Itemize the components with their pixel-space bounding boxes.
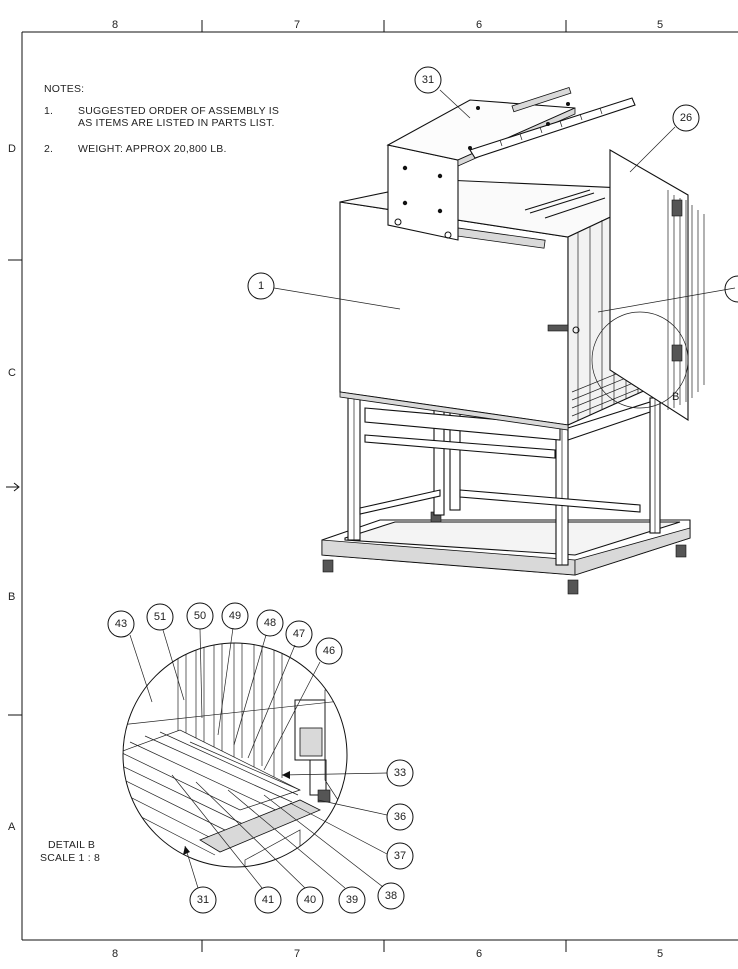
detail-b-view — [123, 643, 347, 867]
balloon-40: 40 — [195, 781, 324, 914]
svg-text:39: 39 — [346, 894, 358, 906]
balloon-46: 46 — [263, 637, 343, 771]
zone-top-8: 8 — [112, 19, 118, 31]
zone-side-a: A — [8, 821, 16, 833]
balloon-51: 51 — [146, 603, 185, 701]
svg-text:33: 33 — [394, 767, 406, 779]
zone-bottom-7: 7 — [294, 948, 300, 960]
svg-text:47: 47 — [293, 628, 305, 640]
svg-text:26: 26 — [680, 112, 692, 124]
note-2-line-1: WEIGHT: APPROX 20,800 LB. — [78, 143, 227, 155]
notes-heading: NOTES: — [44, 83, 84, 95]
detail-balloons: 43 51 50 49 48 47 46 33 36 37 38 39 40 4… — [107, 602, 414, 914]
zone-side-b: B — [8, 591, 15, 603]
balloon-31-detail: 31 — [183, 845, 217, 914]
balloon-33: 33 — [281, 759, 414, 787]
balloon-38: 38 — [263, 794, 405, 910]
note-1-num: 1. — [44, 105, 53, 117]
svg-text:48: 48 — [264, 617, 276, 629]
zone-side-c: C — [8, 367, 16, 379]
detail-b-callout-circle — [591, 311, 689, 409]
detail-scale: SCALE 1 : 8 — [40, 852, 100, 864]
detail-title: DETAIL B — [48, 839, 95, 851]
svg-text:49: 49 — [229, 610, 241, 622]
svg-text:43: 43 — [115, 618, 127, 630]
svg-text:36: 36 — [394, 811, 406, 823]
balloon-partial-right — [597, 275, 738, 313]
balloon-47: 47 — [247, 620, 313, 759]
balloon-36: 36 — [317, 799, 414, 831]
svg-text:50: 50 — [194, 610, 206, 622]
detail-b-circle — [122, 642, 348, 868]
note-1-line-1: SUGGESTED ORDER OF ASSEMBLY IS — [78, 105, 279, 117]
balloon-43: 43 — [107, 610, 153, 703]
balloon-39: 39 — [227, 789, 366, 914]
balloon-31-main: 31 — [414, 66, 471, 119]
svg-text:40: 40 — [304, 894, 316, 906]
svg-text:46: 46 — [323, 645, 335, 657]
balloon-48: 48 — [233, 609, 284, 746]
balloon-49: 49 — [217, 602, 249, 736]
balloon-41: 41 — [171, 774, 282, 914]
balloon-50: 50 — [186, 602, 214, 719]
zone-bottom-5: 5 — [657, 948, 663, 960]
svg-text:31: 31 — [422, 74, 434, 86]
detail-b-callout-letter: B — [672, 391, 679, 403]
note-2-num: 2. — [44, 143, 53, 155]
svg-text:31: 31 — [197, 894, 209, 906]
zone-top-5: 5 — [657, 19, 663, 31]
note-1-line-2: AS ITEMS ARE LISTED IN PARTS LIST. — [78, 117, 275, 129]
zone-side-d: D — [8, 143, 16, 155]
svg-text:51: 51 — [154, 611, 166, 623]
zone-bottom-8: 8 — [112, 948, 118, 960]
assembly-isometric-view — [321, 86, 705, 595]
balloon-1-main: 1 — [247, 272, 401, 310]
svg-text:37: 37 — [394, 850, 406, 862]
zone-top-6: 6 — [476, 19, 482, 31]
balloon-37: 37 — [289, 802, 414, 870]
svg-text:1: 1 — [258, 280, 264, 292]
center-mark-arrow-icon — [6, 482, 20, 492]
notes-block: NOTES: 1. SUGGESTED ORDER OF ASSEMBLY IS… — [44, 83, 279, 155]
balloon-26-main: 26 — [629, 104, 700, 173]
zone-top-7: 7 — [294, 19, 300, 31]
zone-bottom-6: 6 — [476, 948, 482, 960]
svg-text:38: 38 — [385, 890, 397, 902]
svg-text:41: 41 — [262, 894, 274, 906]
